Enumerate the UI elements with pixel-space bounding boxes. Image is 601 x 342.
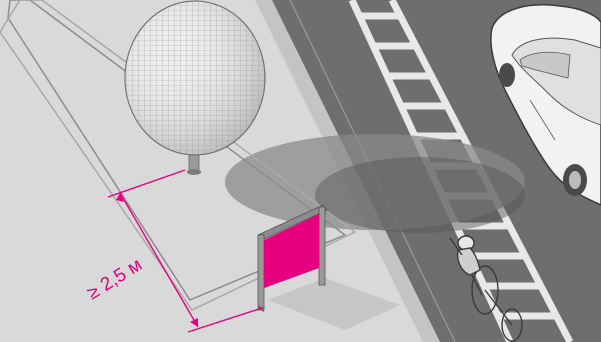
street-illustration: ≥ 2,5 м (0, 0, 601, 342)
